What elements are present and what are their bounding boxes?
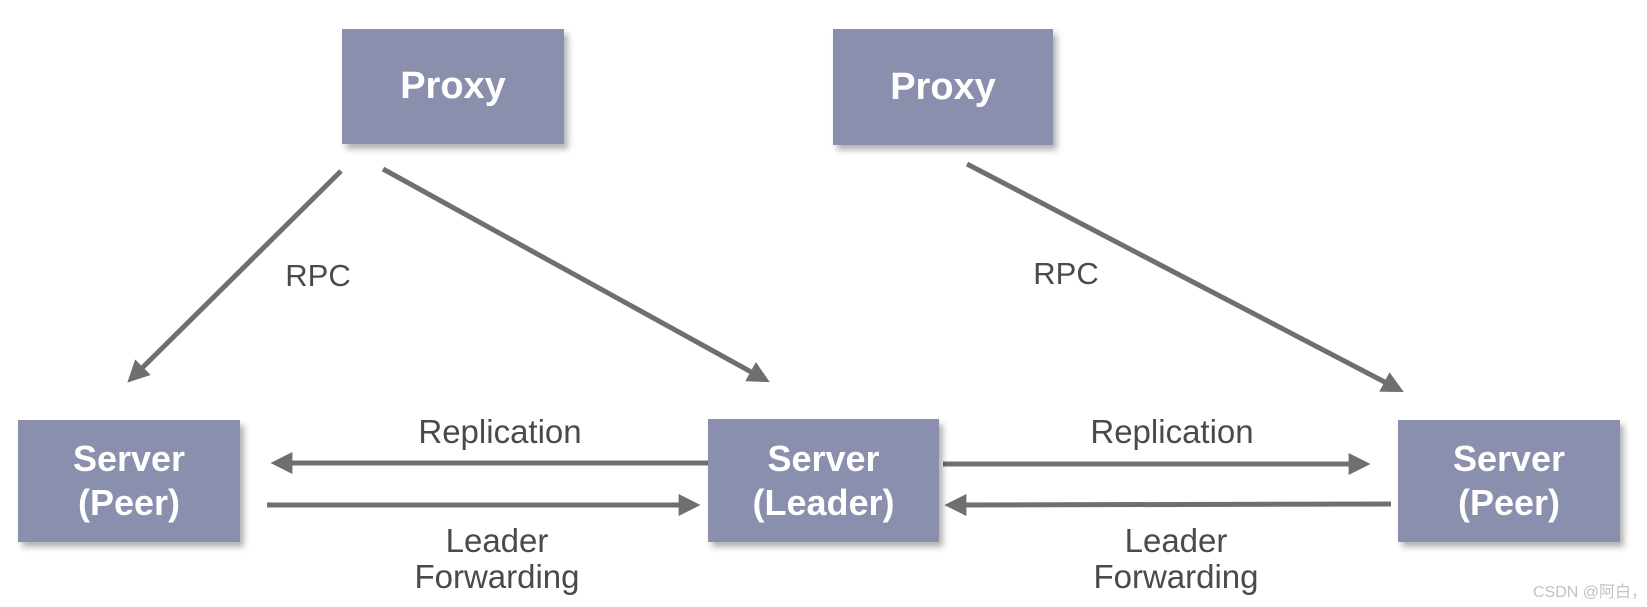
node-proxy-2: Proxy <box>833 29 1053 145</box>
edge-label-rpc-right: RPC <box>1033 256 1099 291</box>
watermark: CSDN @阿白， <box>1532 584 1647 601</box>
node-server-peer-left: Server (Peer) <box>18 420 240 542</box>
node-server-peer-right-label: Server (Peer) <box>1452 438 1566 523</box>
edge-label-leader-forwarding-left: Leader Forwarding <box>414 522 580 596</box>
node-proxy-1-label: Proxy <box>400 65 506 108</box>
node-proxy-1: Proxy <box>342 29 564 144</box>
edge-label-rpc-left: RPC <box>285 258 351 293</box>
node-server-peer-left-label: Server (Peer) <box>72 438 186 523</box>
arrow-leader-forwarding-peer-right-to-leader <box>944 493 1392 516</box>
node-server-leader: Server (Leader) <box>708 419 939 542</box>
node-server-leader-label: Server (Leader) <box>752 437 895 523</box>
arrow-rpc-proxy1-to-leader <box>381 166 770 383</box>
arrow-rpc-proxy2-to-peer-right <box>965 161 1404 393</box>
node-server-peer-right: Server (Peer) <box>1398 420 1620 542</box>
edge-label-leader-forwarding-right: Leader Forwarding <box>1093 522 1259 596</box>
edge-label-replication-left: Replication <box>418 413 582 450</box>
node-proxy-2-label: Proxy <box>890 65 996 108</box>
edge-label-replication-right: Replication <box>1090 413 1254 450</box>
arrow-rpc-proxy1-to-peer-left <box>127 169 343 383</box>
